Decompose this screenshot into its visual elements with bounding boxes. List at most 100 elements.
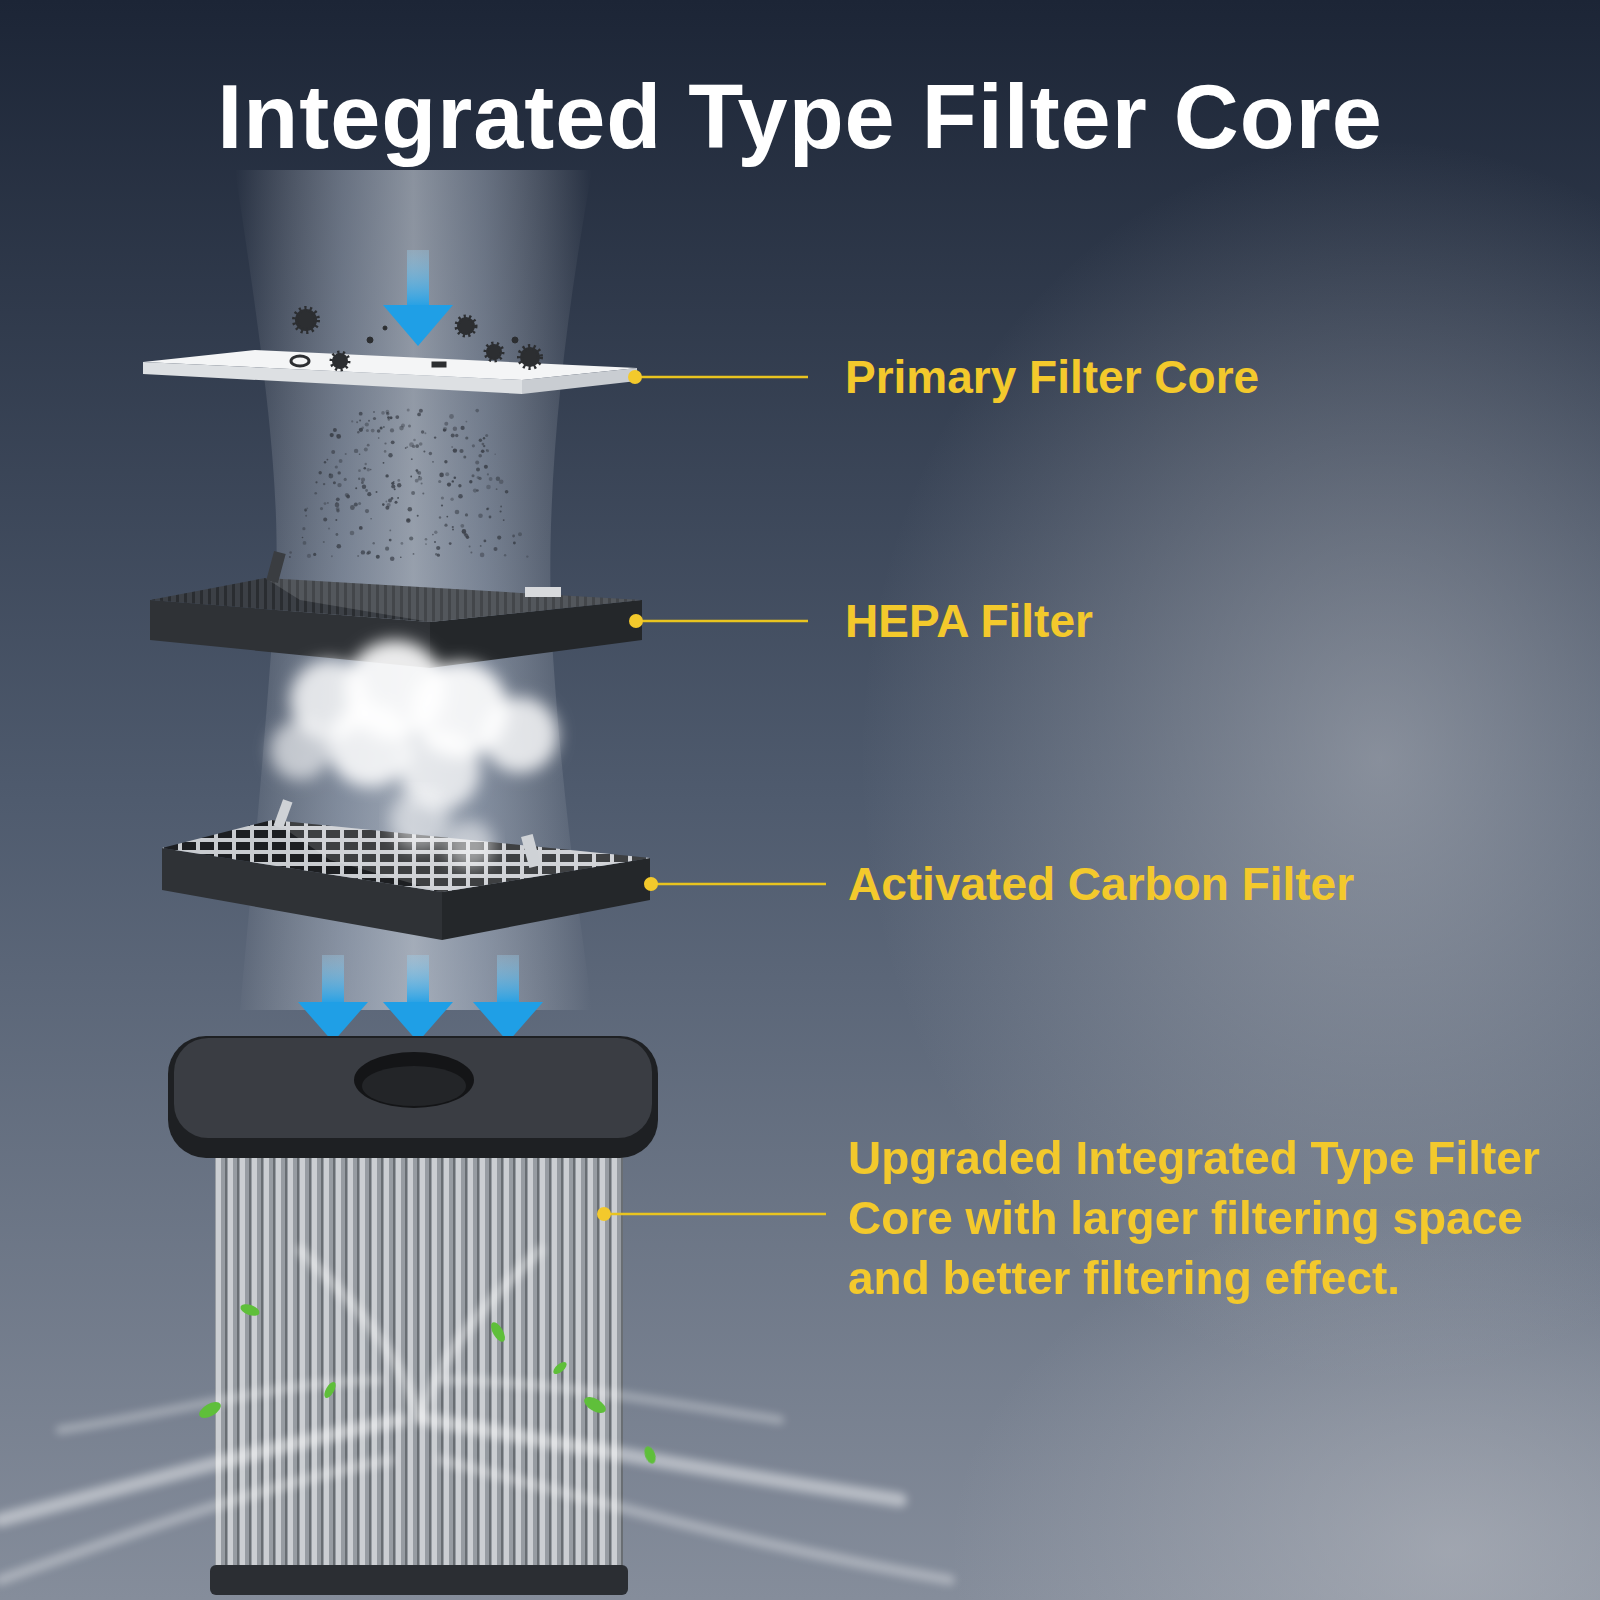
dust-dot — [526, 555, 528, 557]
dust-dot — [304, 508, 307, 511]
dust-dot — [383, 426, 385, 428]
dust-dot — [434, 531, 437, 534]
dust-dot — [407, 409, 410, 412]
dust-dot — [455, 434, 458, 437]
dust-dot — [518, 532, 522, 536]
dust-dot — [499, 479, 504, 484]
dust-dot — [452, 526, 454, 528]
dust-dot — [486, 485, 491, 490]
dust-dot — [413, 553, 415, 555]
dust-dot — [345, 453, 347, 455]
dust-dot — [487, 508, 489, 510]
dust-dot — [354, 502, 358, 506]
dust-dot — [415, 444, 419, 448]
dust-dot — [418, 476, 420, 478]
dust-dot — [451, 434, 455, 438]
dust-dot — [361, 478, 365, 482]
dust-dot — [483, 437, 485, 439]
dust-dot — [357, 555, 359, 557]
dust-dot — [425, 538, 428, 541]
dust-dot — [449, 542, 452, 545]
dust-dot — [437, 554, 440, 557]
dust-dot — [371, 429, 375, 433]
dust-dot — [451, 446, 453, 448]
dust-dot — [444, 524, 447, 527]
dust-dot — [486, 449, 489, 452]
dust-dot — [388, 453, 392, 457]
part-label: Activated Carbon Filter — [848, 854, 1568, 914]
dust-dot — [329, 474, 334, 479]
dust-dot — [464, 533, 468, 537]
dust-dot — [364, 448, 368, 452]
dust-dot — [391, 482, 394, 485]
dust-dot — [424, 432, 426, 434]
dust-dot — [331, 555, 333, 557]
dust-dot — [477, 476, 480, 479]
dust-dot — [336, 502, 338, 504]
dust-dot — [314, 492, 317, 495]
dust-dot — [337, 483, 341, 487]
dust-dot — [388, 498, 392, 502]
dust-dot — [381, 411, 385, 415]
dust-dot — [376, 555, 380, 559]
dust-dot — [470, 552, 472, 554]
dust-dot — [319, 471, 322, 474]
dust-dot — [387, 503, 391, 507]
dust-dot — [401, 542, 404, 545]
dust-dot — [439, 473, 444, 478]
dust-dot — [320, 507, 323, 510]
dust-dot — [391, 440, 395, 444]
dust-dot — [355, 487, 357, 489]
dust-dot — [359, 454, 361, 456]
dust-dot — [359, 526, 363, 530]
dust-dot — [462, 529, 467, 534]
dust-dot — [453, 448, 457, 452]
dust-dot — [458, 484, 461, 487]
dust-dot — [354, 449, 358, 453]
dust-dot — [359, 420, 361, 422]
dust-dot — [452, 480, 454, 482]
primary-filter — [143, 350, 637, 394]
dust-dot — [370, 518, 372, 520]
dust-dot — [452, 528, 454, 530]
dust-dot — [400, 556, 402, 558]
dust-dot — [429, 452, 432, 455]
dust-dot — [476, 468, 480, 472]
dust-dot — [358, 469, 361, 472]
dust-dot — [455, 510, 460, 515]
dust-dot — [494, 547, 498, 551]
dust-dot — [436, 546, 440, 550]
dust-dot — [289, 551, 292, 554]
fine-dust — [289, 409, 529, 562]
dust-dot — [373, 542, 375, 544]
dust-dot — [394, 488, 396, 490]
dust-dot — [395, 415, 399, 419]
dust-dot — [361, 550, 365, 554]
dust-dot — [421, 483, 423, 485]
dust-dot — [460, 524, 464, 528]
dust-dot — [463, 455, 466, 458]
dust-dot — [494, 453, 496, 455]
dust-dot — [364, 467, 367, 470]
leaves — [197, 1302, 658, 1465]
dust-dot — [411, 491, 415, 495]
dust-dot — [465, 513, 468, 516]
dust-dot — [350, 531, 355, 536]
dust-dot — [481, 450, 485, 454]
airflow-arrows — [298, 955, 543, 1042]
dust-dot — [512, 535, 515, 538]
dust-dot — [336, 533, 339, 536]
dust-dot — [386, 412, 388, 414]
dust-dot — [389, 539, 392, 542]
dust-dot — [441, 496, 444, 499]
dust-dot — [513, 542, 516, 545]
dust-dot — [327, 502, 329, 504]
dust-dot — [505, 490, 509, 494]
dust-dot — [480, 553, 485, 558]
dust-dot — [469, 545, 471, 547]
dust-dot — [423, 451, 425, 453]
dust-dot — [418, 476, 422, 480]
dust-dot — [434, 436, 436, 438]
dust-dot — [390, 556, 395, 561]
